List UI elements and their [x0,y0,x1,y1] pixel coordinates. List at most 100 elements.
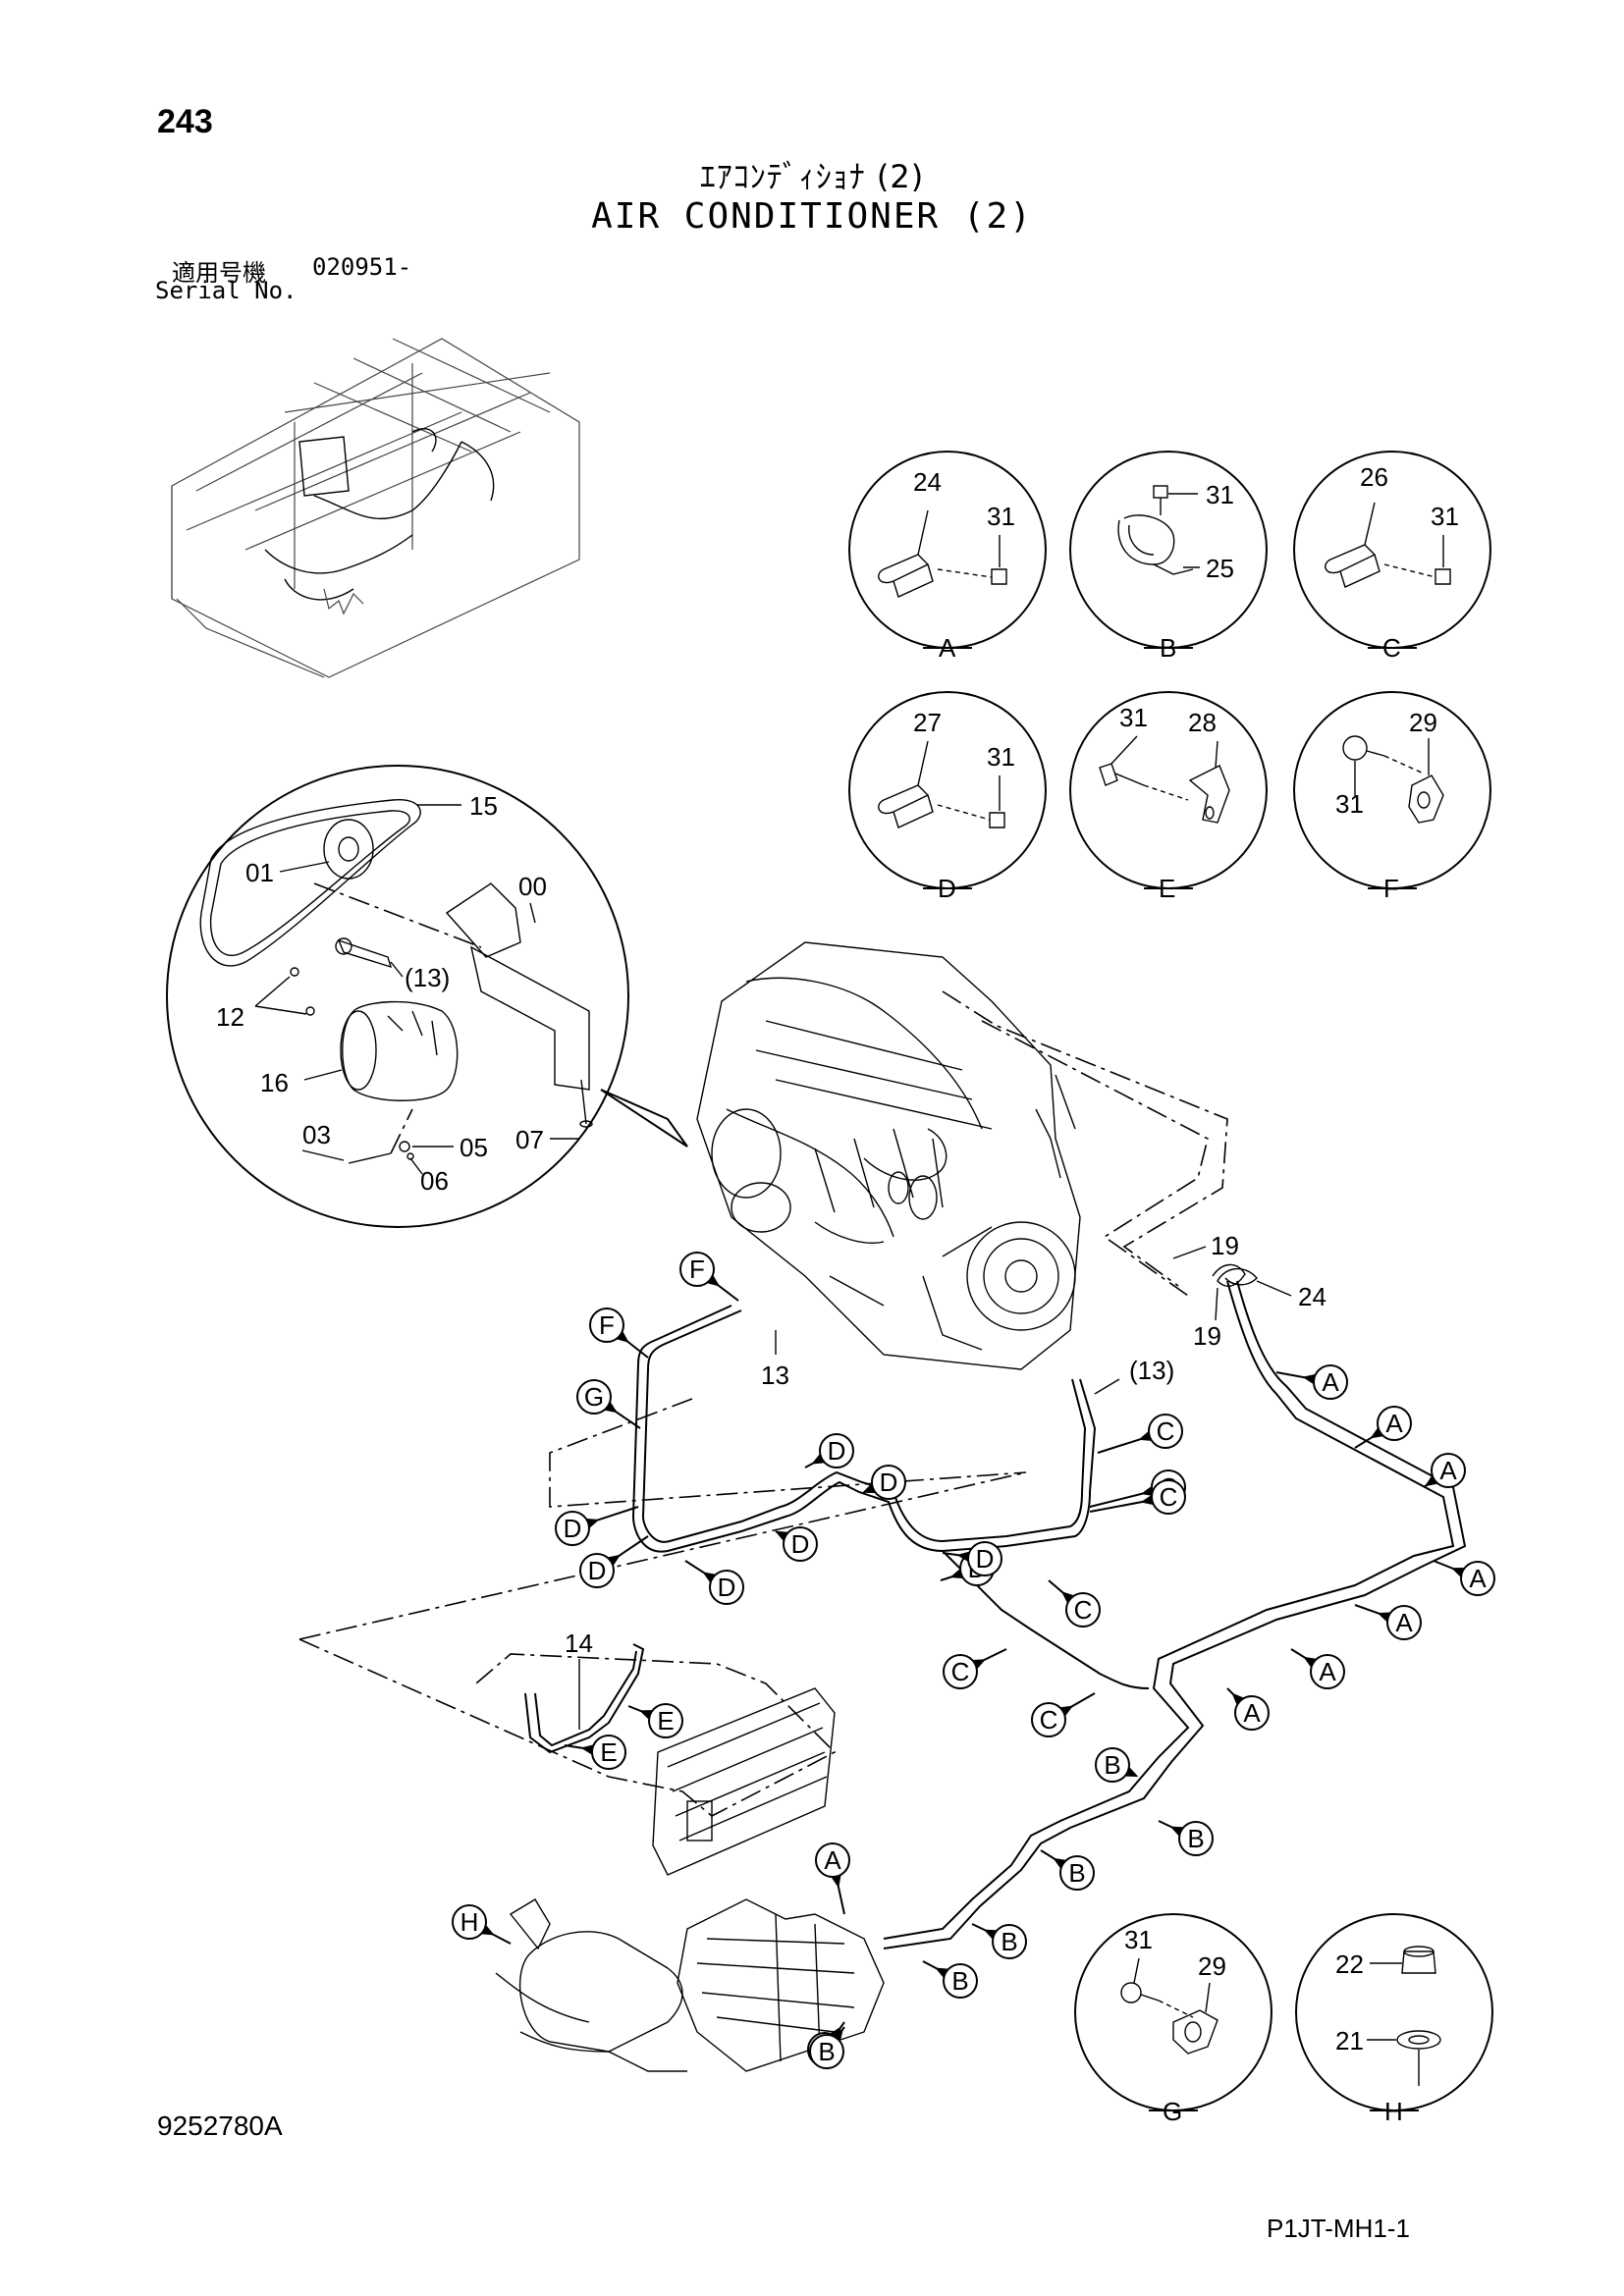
compressor-part-06: 06 [420,1166,449,1196]
label-19-bottom: 19 [1193,1321,1221,1351]
callout-letter: F [599,1310,615,1340]
callout-letter: B [1068,1858,1085,1888]
callout-a: A [1423,1453,1466,1488]
compressor-part-13: (13) [405,963,450,992]
callout-letter: A [824,1845,841,1875]
callout-c: C [1097,1414,1183,1454]
callout-a: A [815,1842,850,1915]
callout-letter: G [584,1382,604,1412]
callout-b: B [1040,1849,1095,1891]
detail-circle-d: D 27 31 [848,691,1047,903]
compressor-part-16: 16 [260,1068,289,1097]
label-19-top: 19 [1211,1231,1239,1260]
detail-circle-b: B 31 25 [1069,451,1268,663]
compressor-part-03: 03 [302,1120,331,1149]
detail-a-part-1: 24 [913,467,942,497]
callout-b: B [1158,1820,1214,1856]
detail-circle-g: G 31 29 [1074,1913,1272,2126]
callout-f: F [679,1252,739,1302]
compressor-part-00: 00 [518,872,547,901]
callout-letter: C [951,1657,970,1686]
label-13-paren: (13) [1129,1356,1174,1385]
detail-e-part-2: 28 [1188,708,1217,737]
detail-d-letter: D [938,874,956,903]
detail-b-letter: B [1160,633,1176,663]
callout-letter: H [460,1907,479,1937]
compressor-detail-circle: 15 01 00 (13) 12 16 07 03 05 06 [166,765,688,1228]
callout-b: B [809,2026,845,2069]
engine-illustration [696,941,1081,1370]
callout-letter: A [1469,1564,1487,1593]
callout-b: B [922,1960,978,1999]
detail-c-part-2: 31 [1431,502,1459,531]
callout-a: A [1433,1560,1495,1596]
callout-c: C [1089,1479,1186,1515]
detail-d-part-1: 27 [913,708,942,737]
callout-letter: D [588,1556,607,1585]
callout-letter: B [951,1966,968,1996]
callout-b: B [1095,1747,1139,1783]
callout-letter: A [1385,1409,1403,1438]
label-13: 13 [761,1361,789,1390]
compressor-part-07: 07 [515,1125,544,1154]
callout-letter: B [1187,1824,1204,1853]
callout-b: B [971,1923,1027,1959]
detail-e-letter: E [1159,874,1175,903]
callout-letter: B [1001,1927,1017,1956]
serial-label-english: Serial No. [155,277,298,304]
detail-b-part-2: 25 [1206,554,1234,583]
compressor-part-12: 12 [216,1002,244,1032]
callout-a: A [1354,1406,1412,1449]
callout-letter: C [1040,1705,1058,1735]
callout-letter: D [880,1468,898,1497]
callout-a: A [1290,1648,1345,1689]
compressor-part-01: 01 [245,858,274,887]
serial-value: 020951- [312,253,412,281]
detail-f-part-2: 31 [1335,789,1364,819]
callout-letter: C [1157,1416,1175,1446]
callout-a: A [1275,1364,1348,1400]
title-japanese: ｴｱｺﾝﾃﾞｨｼｮﾅ (2) [699,158,925,195]
callout-letter: B [1104,1750,1120,1780]
callout-letter: E [600,1737,617,1767]
serial-label-japanese: 適用号機 [172,259,266,287]
callout-g: G [576,1379,641,1429]
callout-c: C [1031,1692,1096,1737]
label-14: 14 [565,1629,593,1658]
detail-circle-c: C 26 31 [1293,451,1491,663]
detail-circle-e: E 31 28 [1069,691,1268,903]
callout-c: C [943,1648,1007,1689]
detail-a-part-2: 31 [987,502,1015,531]
detail-c-part-1: 26 [1360,462,1388,492]
detail-g-part-1: 31 [1124,1925,1153,1954]
callout-letter: D [791,1529,810,1559]
detail-d-part-2: 31 [987,742,1015,772]
document-code: 9252780A [157,2110,283,2141]
callout-letter: B [818,2037,835,2066]
callout-h: H [452,1904,512,1945]
callout-f: F [589,1308,649,1359]
title-english: AIR CONDITIONER (2) [591,196,1033,237]
callout-letter: F [689,1255,705,1284]
callout-d: D [579,1535,649,1588]
detail-g-letter: G [1163,2097,1182,2126]
callout-d: D [804,1433,854,1468]
callout-a: A [1226,1687,1270,1731]
callout-d: D [942,1541,1002,1576]
callout-letter: A [1319,1657,1336,1686]
compressor-part-15: 15 [469,791,498,821]
callout-letter: C [1074,1595,1093,1625]
detail-circle-a: A 24 31 [848,451,1047,663]
detail-c-letter: C [1382,633,1401,663]
callout-letter: C [1160,1482,1178,1512]
callout-d: D [775,1526,818,1562]
compressor-part-05: 05 [460,1133,488,1162]
detail-h-part-2: 21 [1335,2026,1364,2056]
detail-a-letter: A [939,633,956,663]
detail-g-part-2: 29 [1198,1951,1226,1981]
callout-e: E [627,1703,683,1738]
callout-letter: A [1243,1698,1261,1728]
detail-circle-h: H 22 21 [1295,1913,1493,2126]
callout-d: D [862,1465,906,1500]
condenser-illustration [652,1687,836,1876]
